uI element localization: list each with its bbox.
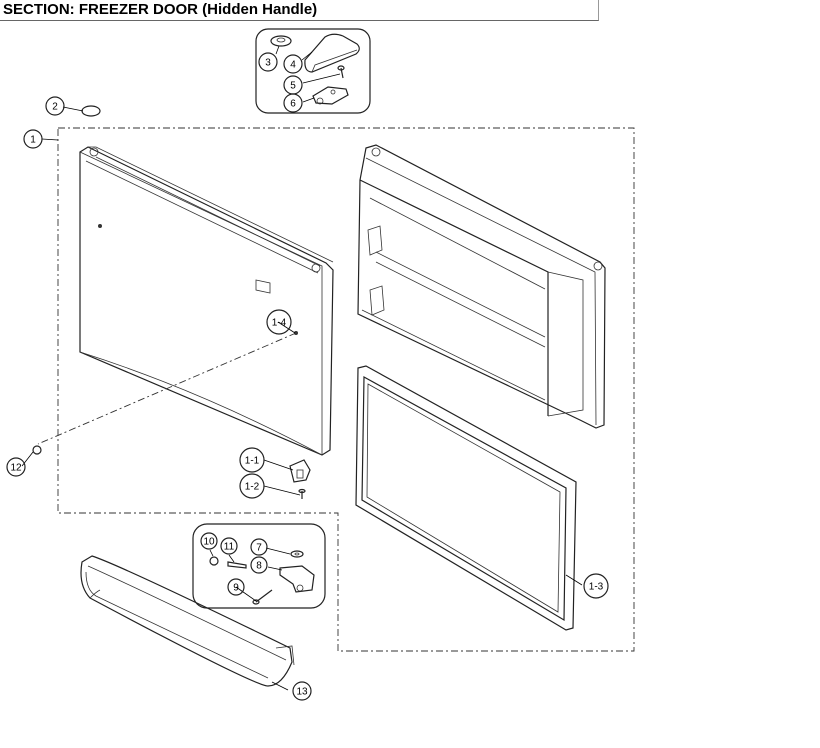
callout-5: 5	[283, 75, 303, 95]
callout-1-2-label: 1-2	[245, 482, 260, 493]
part-6-hinge-bracket	[312, 86, 349, 105]
callout-6: 6	[283, 93, 303, 113]
leader-lines	[21, 45, 583, 691]
assembly-axis-line	[37, 332, 297, 445]
door-inner-liner	[357, 144, 606, 429]
callout-1-2: 1-2	[239, 473, 265, 499]
callout-1-3-label: 1-3	[589, 582, 604, 593]
door-outer-panel	[79, 146, 334, 456]
part-1-3-door-gasket	[355, 365, 577, 631]
part-11-pin	[227, 561, 247, 569]
callout-2: 2	[45, 96, 65, 116]
callout-12: 12	[6, 457, 26, 477]
callout-9-label: 9	[233, 583, 239, 594]
part-10-cap	[209, 556, 219, 566]
part-8-lower-hinge	[279, 565, 315, 593]
callout-2-label: 2	[52, 102, 58, 113]
part-13-door-bin	[80, 555, 295, 687]
callout-8-label: 8	[256, 561, 262, 572]
part-3-cap	[270, 35, 292, 47]
assembly-1-boundary	[57, 127, 635, 652]
callout-1-label: 1	[30, 135, 36, 146]
section-header: SECTION: FREEZER DOOR (Hidden Handle)	[0, 0, 599, 21]
callout-1-4: 1-4	[266, 309, 292, 335]
callout-8: 8	[250, 556, 268, 574]
callout-5-label: 5	[290, 81, 296, 92]
hinge-parts-inset	[255, 28, 371, 114]
callout-1-4-label: 1-4	[272, 318, 287, 329]
callout-1-1: 1-1	[239, 447, 265, 473]
callout-4-label: 4	[290, 60, 296, 71]
callout-1-1-label: 1-1	[245, 456, 260, 467]
lower-hinge-parts-inset	[192, 523, 326, 609]
callout-3-label: 3	[265, 58, 271, 69]
callout-12-label: 12	[10, 463, 22, 474]
callout-10: 10	[200, 532, 218, 550]
callout-6-label: 6	[290, 99, 296, 110]
section-title: SECTION: FREEZER DOOR (Hidden Handle)	[3, 1, 318, 18]
callout-9: 9	[227, 578, 245, 596]
part-2-cap	[81, 105, 101, 117]
part-1-1-hinge-pin-bracket	[289, 459, 311, 483]
part-4-hinge-cover	[304, 33, 360, 73]
callout-11: 11	[220, 537, 238, 555]
callout-7: 7	[250, 538, 268, 556]
callout-10-label: 10	[203, 537, 215, 548]
callout-11-label: 11	[224, 542, 235, 553]
part-1-2-screw	[298, 488, 306, 499]
callout-13: 13	[292, 681, 312, 701]
part-9-bolt	[252, 589, 273, 605]
callout-13-label: 13	[296, 687, 308, 698]
callout-7-label: 7	[256, 543, 262, 554]
callout-1-3: 1-3	[583, 573, 609, 599]
callout-3: 3	[258, 52, 278, 72]
callout-4: 4	[283, 54, 303, 74]
part-5-screw	[337, 65, 345, 79]
part-12-ring	[32, 445, 42, 455]
callout-1: 1	[23, 129, 43, 149]
part-7-washer	[290, 550, 304, 558]
